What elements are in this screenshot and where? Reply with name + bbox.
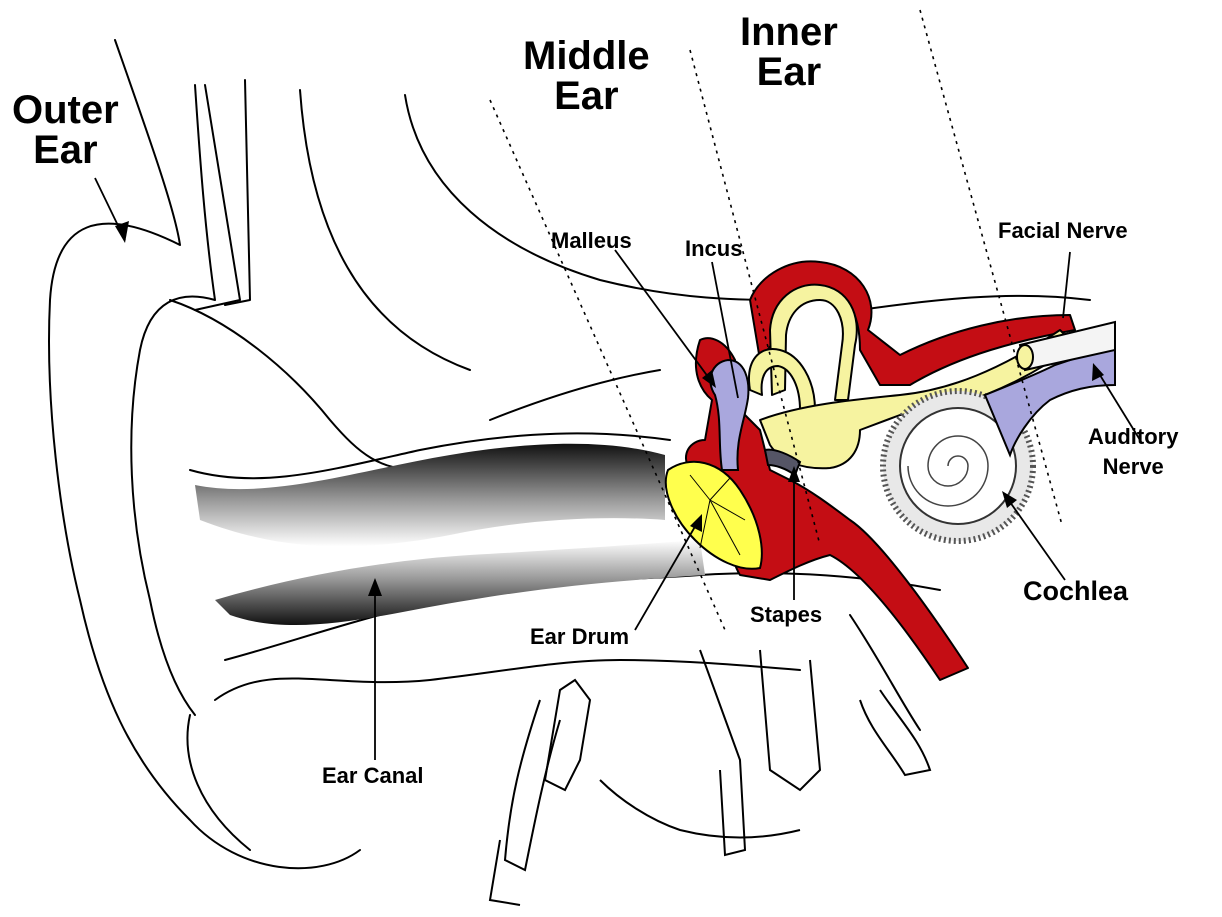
scalp-line-2 (405, 95, 790, 300)
pinna-crus (225, 80, 250, 305)
scalp-line-3 (490, 370, 660, 420)
inner-ear-label-line2: Ear (740, 52, 838, 92)
inner-ear-label-line1: Inner (740, 12, 838, 52)
pinna-rim (195, 85, 240, 310)
auditory-nerve-label: Auditory Nerve (1088, 422, 1178, 482)
auditory-nerve-label-line1: Auditory (1088, 422, 1178, 452)
middle-ear-label: Middle Ear (523, 36, 650, 116)
facial-nerve-label: Facial Nerve (998, 220, 1128, 242)
outer-ear-label-line1: Outer (12, 90, 119, 130)
incus-label: Incus (685, 238, 742, 260)
cochlea-pointer (1005, 495, 1065, 580)
lower-outline-1 (215, 660, 800, 700)
outer-ear-label-line2: Ear (12, 130, 119, 170)
middle-ear-label-line2: Ear (523, 76, 650, 116)
ear-drum-label: Ear Drum (530, 626, 629, 648)
lower-outline-2 (188, 715, 251, 850)
concha-line (170, 300, 420, 470)
inner-ear-label: Inner Ear (740, 12, 838, 92)
outer-ear-label: Outer Ear (12, 90, 119, 170)
auditory-nerve-label-line2: Nerve (1088, 452, 1178, 482)
facial-nerve-pointer (1063, 252, 1070, 318)
ear-canal-label: Ear Canal (322, 765, 424, 787)
cochlea-label: Cochlea (1023, 578, 1128, 605)
temporal-line (860, 296, 1090, 310)
pinna-inner-fold (131, 85, 215, 715)
malleus-pointer (615, 250, 714, 385)
scalp-line-1 (300, 90, 470, 370)
malleus-label: Malleus (551, 230, 632, 252)
stapes-label: Stapes (750, 604, 822, 626)
ear-canal-shading (195, 444, 705, 625)
lower-structures (490, 650, 930, 905)
middle-ear-label-line1: Middle (523, 36, 650, 76)
